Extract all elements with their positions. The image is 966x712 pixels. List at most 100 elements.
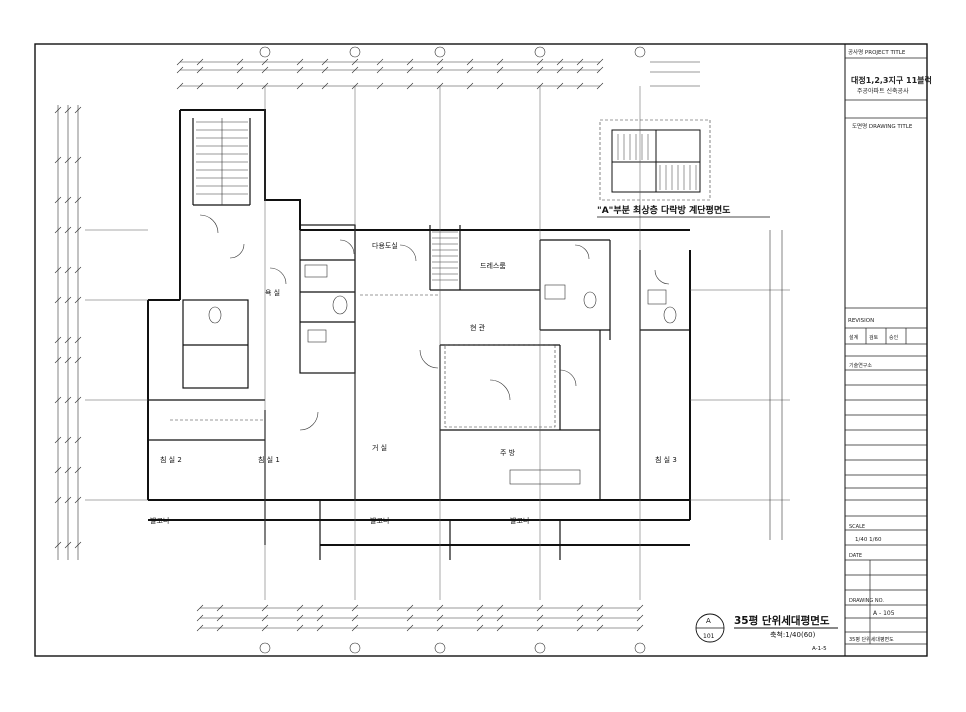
dimension-tick [596,58,604,66]
dimension-tick [261,66,269,74]
dimension-tick [54,106,62,114]
dimension-tick [64,226,72,234]
dimension-ticks-top [176,58,604,90]
drawn-by: 설계 [849,334,859,341]
dimension-tick [496,604,504,612]
dimension-tick [556,58,564,66]
grid-axis-marker [434,46,446,58]
dimension-tick [64,106,72,114]
dimension-tick [64,196,72,204]
room-label-balcony2: 발코니 [370,516,389,525]
dimension-tick [64,496,72,504]
dimension-tick [351,614,359,622]
room-label-dress: 드레스룸 [480,261,506,270]
dimension-tick [64,396,72,404]
dimension-tick [296,82,304,90]
dimension-tick [466,82,474,90]
section-marker-label: A [706,617,711,625]
grid-axis-marker [634,46,646,58]
dimension-tick [636,614,644,622]
dimension-tick [176,82,184,90]
dimension-tick [556,66,564,74]
dimension-tick [64,541,72,549]
room-label-bedroom2: 침 실 2 [160,455,182,464]
dimension-tick [296,66,304,74]
dimension-tick [406,66,414,74]
sheet-number: A-1-5 [812,646,827,652]
dimension-tick [216,614,224,622]
dimension-tick [54,496,62,504]
dimension-tick [576,58,584,66]
stair-treads [196,118,458,281]
dimension-tick [351,604,359,612]
dimension-tick [74,106,82,114]
dimension-tick [466,58,474,66]
dimension-tick [54,541,62,549]
dimension-tick [636,604,644,612]
drawing-title-callout: A 101 35평 단위세대평면도 축척:1/40(60) A-1-5 [695,613,838,652]
dimension-tick [74,466,82,474]
dimension-lines-bottom [200,607,640,629]
room-label-bedroom1: 침 실 1 [258,455,280,464]
dimension-tick [436,624,444,632]
dimension-tick [296,58,304,66]
project-name: 대정1,2,3지구 11블럭 [851,75,932,85]
dimension-tick [216,604,224,612]
dimension-tick [436,58,444,66]
dimension-tick [54,436,62,444]
dimension-tick [476,624,484,632]
dimension-tick [54,196,62,204]
dimension-tick [236,58,244,66]
grid-axis-marker [534,642,546,654]
dimension-tick [74,496,82,504]
dimension-tick [376,66,384,74]
dimension-tick [64,296,72,304]
dimension-tick [576,82,584,90]
company-name: 기술연구소 [849,362,872,369]
dimension-tick [74,356,82,364]
dimension-ticks-left [54,106,82,549]
dimension-tick [596,82,604,90]
dimension-tick [54,396,62,404]
dimension-tick [496,66,504,74]
dimension-tick [436,66,444,74]
dimension-tick [406,604,414,612]
dimension-tick [54,226,62,234]
dimension-tick [296,624,304,632]
dimension-tick [64,436,72,444]
drawing-scale: 축척:1/40(60) [770,630,816,639]
grid-axis-markers [259,46,646,654]
dimension-tick [536,58,544,66]
project-subtitle: 주공아파트 신축공사 [857,87,909,95]
hidden-lines [170,119,711,428]
dimension-tick [316,624,324,632]
dimension-tick [536,614,544,622]
door-swings [199,214,670,431]
dimension-tick [261,614,269,622]
dimension-tick [536,624,544,632]
dimension-tick [54,466,62,474]
dimension-tick [74,336,82,344]
dimension-tick [64,466,72,474]
dimension-tick [64,356,72,364]
drawing-no: A - 105 [873,610,895,617]
dimension-tick [406,82,414,90]
room-label-balcony1: 발코니 [150,516,169,525]
dimension-tick [74,541,82,549]
title-block [845,57,927,645]
checked-by: 검토 [869,334,879,341]
dimension-tick [496,614,504,622]
dimension-tick [376,82,384,90]
dimension-tick [296,614,304,622]
dimension-tick [54,356,62,364]
interior-walls [148,118,690,560]
dimension-tick [406,614,414,622]
dimension-lines-left [57,105,79,560]
dimension-tick [196,624,204,632]
dimension-tick [74,396,82,404]
dimension-tick [321,66,329,74]
dimension-tick [496,58,504,66]
dimension-tick [496,82,504,90]
dimension-tick [54,296,62,304]
